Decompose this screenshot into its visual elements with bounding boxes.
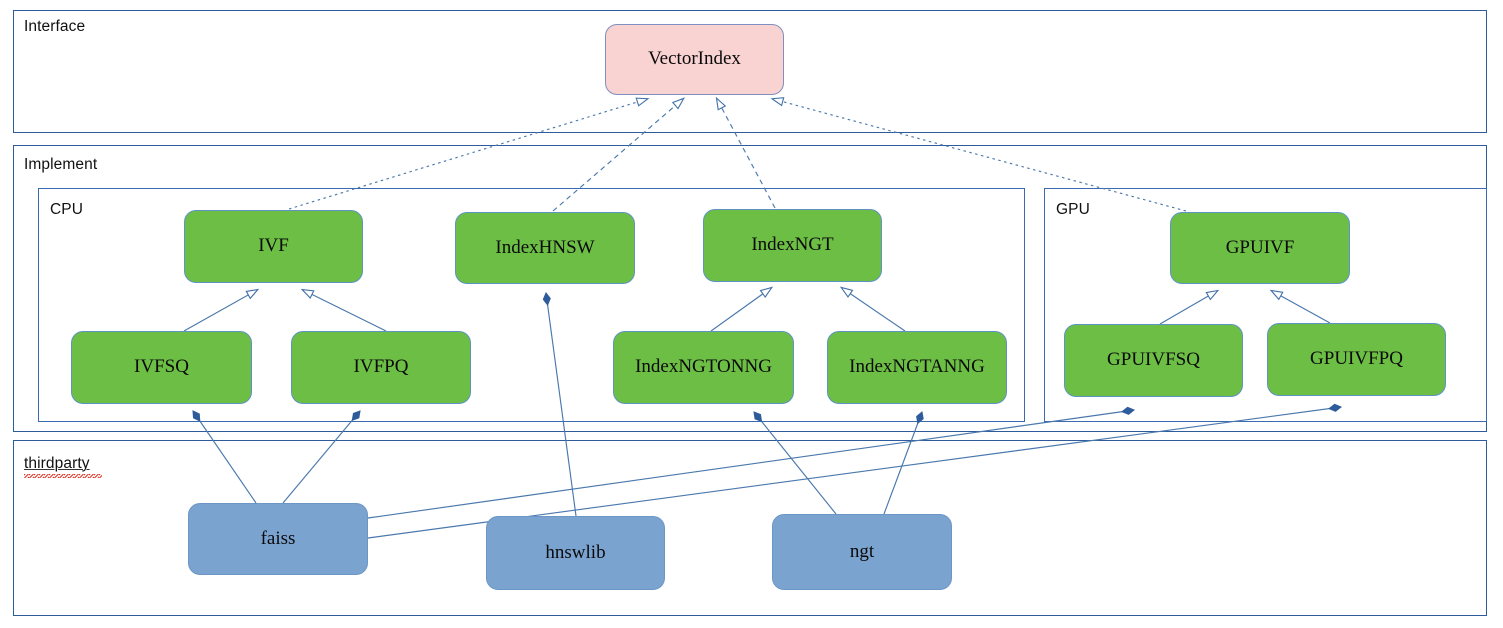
- edge-faiss-gpuivfsq: [367, 406, 1135, 519]
- node-ivf[interactable]: IVF: [184, 210, 363, 283]
- node-faiss[interactable]: faiss: [188, 503, 368, 575]
- edge-ivfpq-ivf: [300, 288, 387, 332]
- node-ivfsq[interactable]: IVFSQ: [71, 331, 252, 404]
- edge-ivf-vectorindex: [288, 97, 650, 210]
- group-label-interface: Interface: [24, 18, 86, 35]
- node-gpuivfsq[interactable]: GPUIVFSQ: [1064, 324, 1243, 397]
- edge-indexngt-vectorindex: [715, 96, 776, 209]
- group-label-gpu: GPU: [1056, 201, 1090, 218]
- group-label-thirdparty: thirdparty: [24, 455, 90, 472]
- group-gpu[interactable]: [1044, 188, 1487, 422]
- edge-indexhnsw-vectorindex: [552, 97, 685, 212]
- group-interface[interactable]: [13, 10, 1487, 133]
- node-hnswlib[interactable]: hnswlib: [486, 516, 665, 590]
- node-indexngtanng[interactable]: IndexNGTANNG: [827, 331, 1007, 404]
- group-thirdparty[interactable]: [13, 440, 1487, 616]
- edge-faiss-ivfsq: [192, 410, 257, 504]
- node-indexngtonng[interactable]: IndexNGTONNG: [613, 331, 794, 404]
- edge-ivfsq-ivf: [183, 288, 260, 332]
- group-cpu[interactable]: [38, 188, 1025, 422]
- edge-gpuivf-vectorindex: [770, 97, 1187, 212]
- edge-hnswlib-indexhnsw: [542, 292, 577, 517]
- edge-ngt-indexngtonng: [753, 411, 837, 515]
- edge-gpuivfpq-gpuivf: [1269, 289, 1331, 324]
- edge-gpuivfsq-gpuivf: [1159, 289, 1220, 325]
- group-label-cpu: CPU: [50, 201, 84, 218]
- node-gpuivf[interactable]: GPUIVF: [1170, 212, 1350, 284]
- edge-ngt-indexngtanng: [883, 411, 924, 515]
- node-gpuivfpq[interactable]: GPUIVFPQ: [1267, 323, 1446, 396]
- group-label-implement: Implement: [24, 156, 98, 173]
- node-vectorindex[interactable]: VectorIndex: [605, 24, 784, 95]
- node-indexngt[interactable]: IndexNGT: [703, 209, 882, 282]
- spellcheck-underline-icon: [24, 474, 102, 478]
- edge-faiss-ivfpq: [282, 410, 361, 504]
- node-ngt[interactable]: ngt: [772, 514, 952, 590]
- node-ivfpq[interactable]: IVFPQ: [291, 331, 471, 404]
- node-indexhnsw[interactable]: IndexHNSW: [455, 212, 635, 284]
- edge-indexngtonng-indexngt: [710, 286, 774, 332]
- edge-indexngtanng-indexngt: [839, 286, 906, 332]
